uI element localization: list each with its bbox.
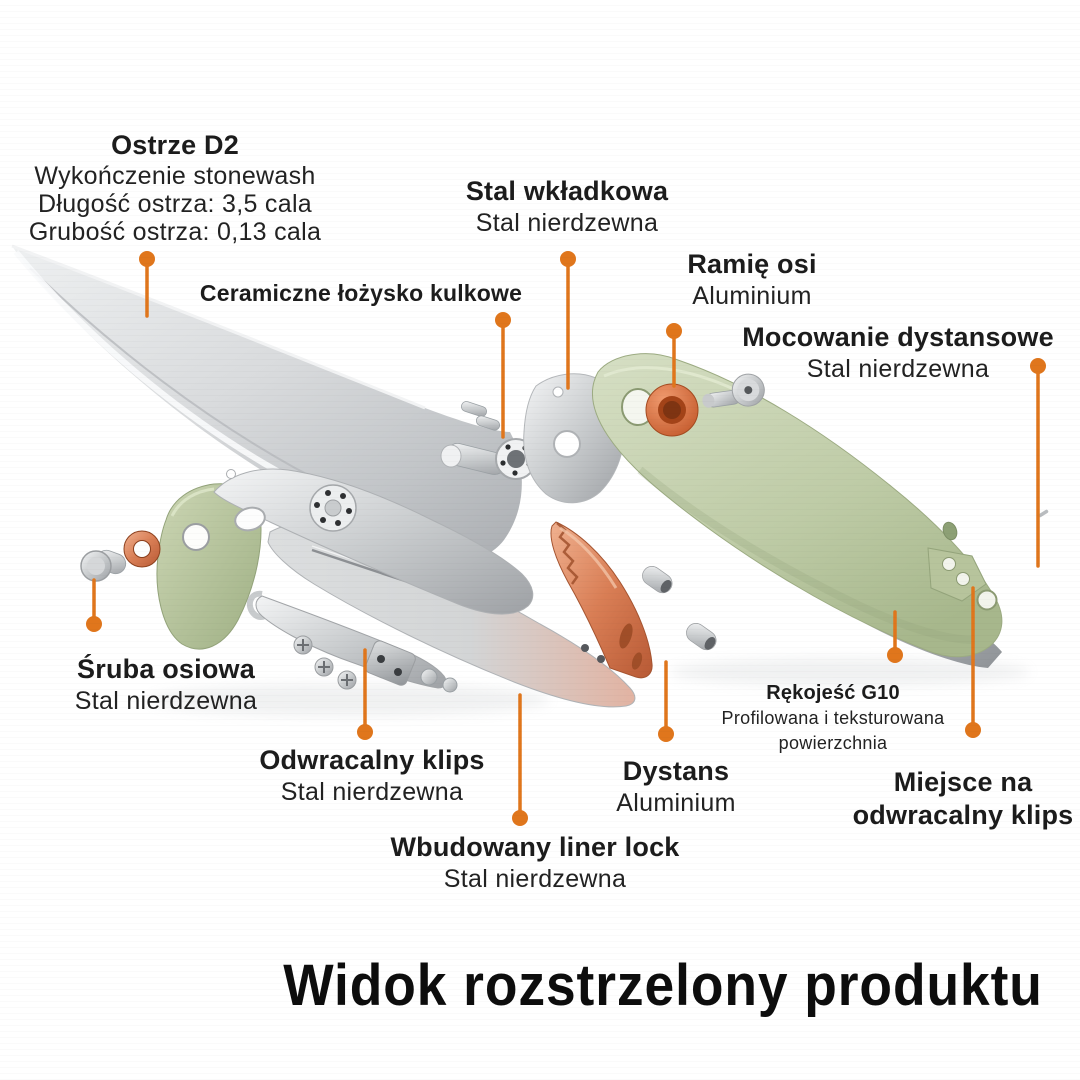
label-insert-steel: Stal wkładkowa Stal nierdzewna	[466, 176, 668, 238]
leader-dot-ceramiczne	[495, 312, 511, 328]
page-title: Widok rozstrzelony produktu	[283, 953, 1043, 1018]
label-pivot-screw: Śruba osiowa Stal nierdzewna	[75, 654, 257, 716]
liner-lock-material: Stal nierdzewna	[443, 864, 627, 893]
blade-thickness: Grubość ostrza: 0,13 cala	[28, 217, 322, 246]
leader-lines	[86, 251, 1046, 826]
label-liner-lock: Wbudowany liner lock Stal nierdzewna	[390, 832, 679, 894]
leader-dot-wbudowany	[512, 810, 528, 826]
spacer-material: Aluminium	[616, 788, 736, 817]
axis-arm-title: Ramię osi	[687, 249, 817, 279]
leader-dot-mocowanie	[1030, 358, 1046, 374]
tang-pins	[460, 401, 501, 431]
reversible-clip-title: Odwracalny klips	[259, 745, 485, 775]
axis-arm-material: Aluminium	[692, 281, 812, 310]
leader-dot-miejsce	[965, 722, 981, 738]
reversible-clip-material: Stal nierdzewna	[280, 777, 464, 806]
standoff-mount-title: Mocowanie dystansowe	[742, 322, 1054, 352]
handle-g10-title: Rękojeść G10	[766, 682, 900, 704]
label-handle-g10: Rękojeść G10 Profilowana i teksturowana …	[722, 682, 945, 756]
label-standoff-mount: Mocowanie dystansowe Stal nierdzewna	[742, 322, 1054, 384]
leader-dot-odwracalny	[357, 724, 373, 740]
blade-finish: Wykończenie stonewash	[34, 161, 316, 190]
pivot-washer	[123, 530, 161, 568]
handle-g10-line1: Profilowana i teksturowana	[721, 707, 945, 728]
label-blade: Ostrze D2 Wykończenie stonewash Długość …	[29, 130, 321, 246]
barrel-spacers	[642, 566, 717, 651]
pocket-clip	[246, 590, 458, 693]
leader-dot-ostrze	[139, 251, 155, 267]
clip-slot-line1: Miejsce na	[893, 767, 1033, 797]
upper-liner-plate	[213, 468, 534, 615]
leader-dot-rekojesc	[887, 647, 903, 663]
standoff-mark	[1038, 509, 1049, 518]
pivot-screw-material: Stal nierdzewna	[74, 686, 258, 715]
leader-dot-ramie-osi	[666, 323, 682, 339]
label-reversible-clip: Odwracalny klips Stal nierdzewna	[259, 745, 484, 807]
left-handle-scale	[156, 483, 262, 650]
leader-dot-sruba	[86, 616, 102, 632]
blade-length: Długość ostrza: 3,5 cala	[38, 189, 312, 218]
leader-dot-stal-wkladkowa	[560, 251, 576, 267]
label-ceramic-bearing: Ceramiczne łożysko kulkowe	[200, 280, 522, 307]
ceramic-bearing-title: Ceramiczne łożysko kulkowe	[199, 280, 523, 306]
pivot-screw	[80, 549, 127, 582]
copper-backspacer	[550, 521, 653, 679]
spacer-title: Dystans	[622, 756, 730, 786]
blade-title: Ostrze D2	[111, 130, 239, 160]
insert-steel-title: Stal wkładkowa	[465, 176, 669, 206]
label-axis-arm: Ramię osi Aluminium	[687, 249, 816, 311]
axis-arm-washer	[645, 383, 699, 437]
label-clip-slot: Miejsce na odwracalny klips	[853, 766, 1074, 832]
insert-steel-material: Stal nierdzewna	[475, 208, 659, 237]
handle-g10-line2: powierzchnia	[778, 732, 888, 753]
liner-lock-title: Wbudowany liner lock	[390, 832, 680, 862]
body-screws	[293, 635, 357, 690]
leader-dot-dystans	[658, 726, 674, 742]
standoff-mount-material: Stal nierdzewna	[806, 354, 990, 383]
clip-slot-line2: odwracalny klips	[852, 800, 1074, 830]
flathead-screw	[702, 373, 765, 408]
label-spacer: Dystans Aluminium	[616, 756, 735, 818]
pivot-screw-title: Śruba osiowa	[77, 654, 255, 684]
